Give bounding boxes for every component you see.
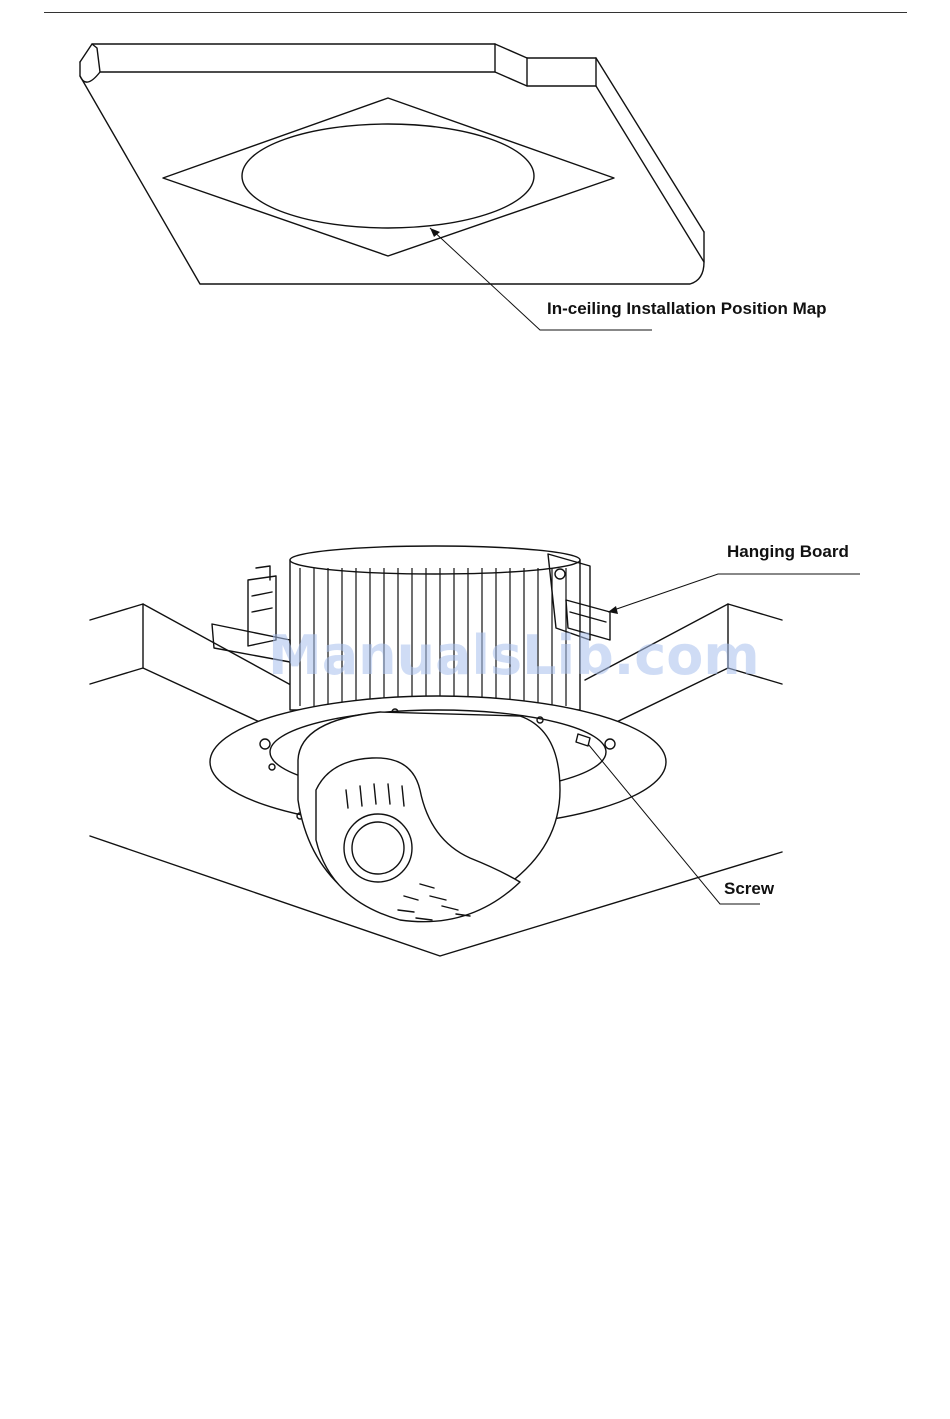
screw-label: Screw [724,879,775,898]
ceiling-panel-drawing [80,44,704,330]
position-map-label: In-ceiling Installation Position Map [547,299,827,318]
watermark: ManualsLib.com [268,624,760,687]
cutout-diamond [163,98,614,256]
hanging-board-label: Hanging Board [727,542,849,561]
cutout-circle [242,124,534,228]
